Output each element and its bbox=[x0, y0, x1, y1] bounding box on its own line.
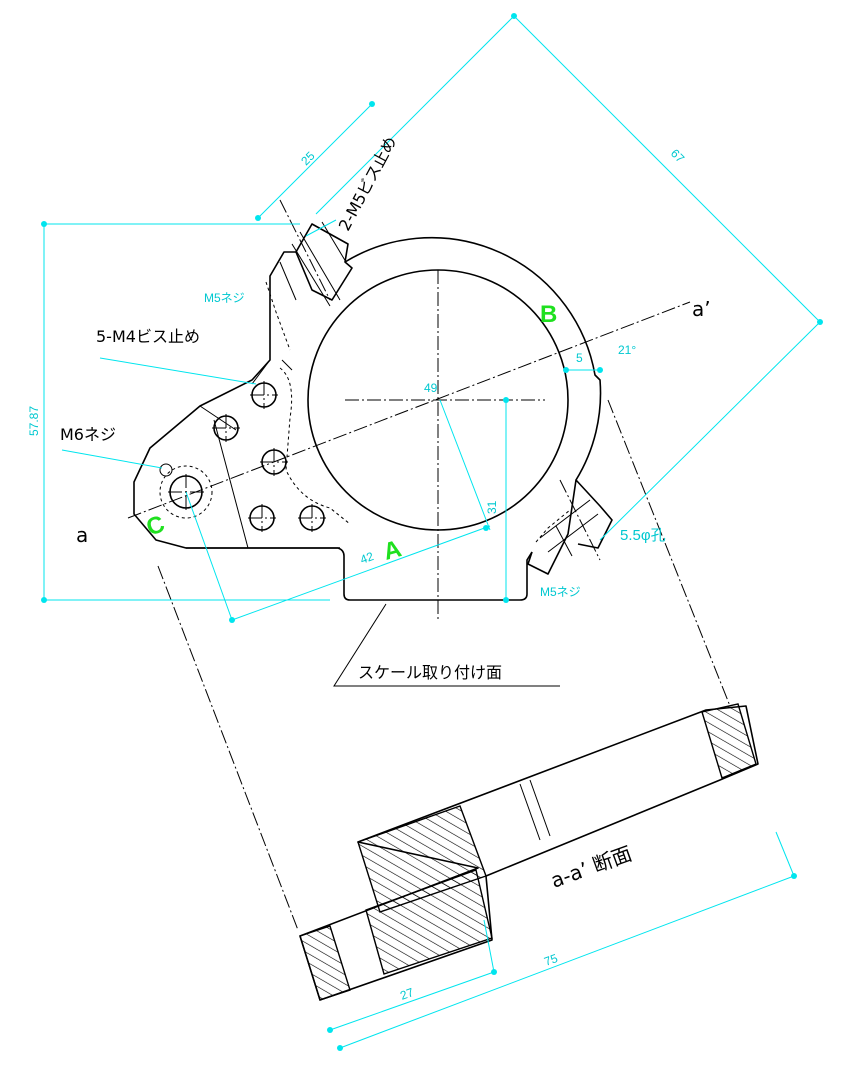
section-hatch-right bbox=[701, 703, 757, 779]
screw-axis-lower bbox=[559, 479, 601, 561]
scale-mount-face bbox=[186, 547, 533, 601]
dim-75: 75 bbox=[542, 951, 560, 969]
label-hole-55: 5.5φ孔 bbox=[620, 527, 666, 544]
lower-clamp-lug bbox=[527, 479, 613, 575]
dim-57-87: 57.87 bbox=[27, 406, 41, 436]
section-hatch-left bbox=[299, 925, 351, 1001]
dim-25: 25 bbox=[298, 149, 318, 169]
projection-line-left bbox=[157, 565, 299, 931]
section-title: a-a’ 断面 bbox=[548, 841, 636, 892]
label-m6-thread: M6ネジ bbox=[60, 425, 116, 444]
dim-21deg: 21° bbox=[618, 343, 636, 357]
lower-screw-threads bbox=[539, 499, 599, 557]
dim-5: 5 bbox=[576, 351, 583, 365]
label-2m5-screw: 2-M5ビス止め bbox=[335, 133, 401, 234]
section-view bbox=[157, 399, 759, 1001]
label-5m4-screw: 5-M4ビス止め bbox=[96, 327, 200, 346]
ring-outer-arc bbox=[344, 236, 602, 481]
section-line-aa bbox=[127, 301, 691, 519]
section-mark-a-prime: a’ bbox=[692, 297, 711, 321]
dimension-dots bbox=[41, 13, 823, 1051]
upper-screw-threads bbox=[279, 221, 347, 307]
web-lines bbox=[199, 359, 293, 549]
m6-hole-hidden bbox=[159, 465, 213, 519]
projection-line-right bbox=[607, 399, 731, 707]
bracket-plan-view bbox=[127, 199, 691, 620]
dim-49: 49 bbox=[424, 381, 438, 395]
dim-31: 31 bbox=[485, 500, 499, 514]
ref-letter-a: A bbox=[381, 535, 405, 566]
screw-axis-upper bbox=[279, 199, 331, 301]
ref-letter-c: C bbox=[143, 510, 169, 541]
dimension-lines bbox=[41, 13, 823, 1051]
label-scale-face: スケール取り付け面 bbox=[358, 663, 502, 682]
boss-c-arc bbox=[159, 463, 173, 477]
hidden-contour bbox=[265, 281, 571, 543]
label-m5-thread-bottom: M5ネジ bbox=[540, 585, 581, 599]
section-hatch-lower bbox=[365, 869, 493, 975]
scale-face-leader bbox=[333, 603, 560, 687]
ref-letter-b: B bbox=[540, 301, 557, 328]
dim-67: 67 bbox=[668, 146, 688, 166]
upper-clamp-block bbox=[295, 223, 353, 301]
label-m5-thread-top: M5ネジ bbox=[204, 291, 245, 305]
hole-center-lines bbox=[168, 381, 326, 532]
section-mark-a: a bbox=[76, 523, 88, 547]
section-slot-lines bbox=[519, 779, 551, 841]
dim-42: 42 bbox=[358, 549, 376, 567]
dim-27: 27 bbox=[398, 985, 416, 1003]
bore-center-lines bbox=[345, 270, 545, 620]
